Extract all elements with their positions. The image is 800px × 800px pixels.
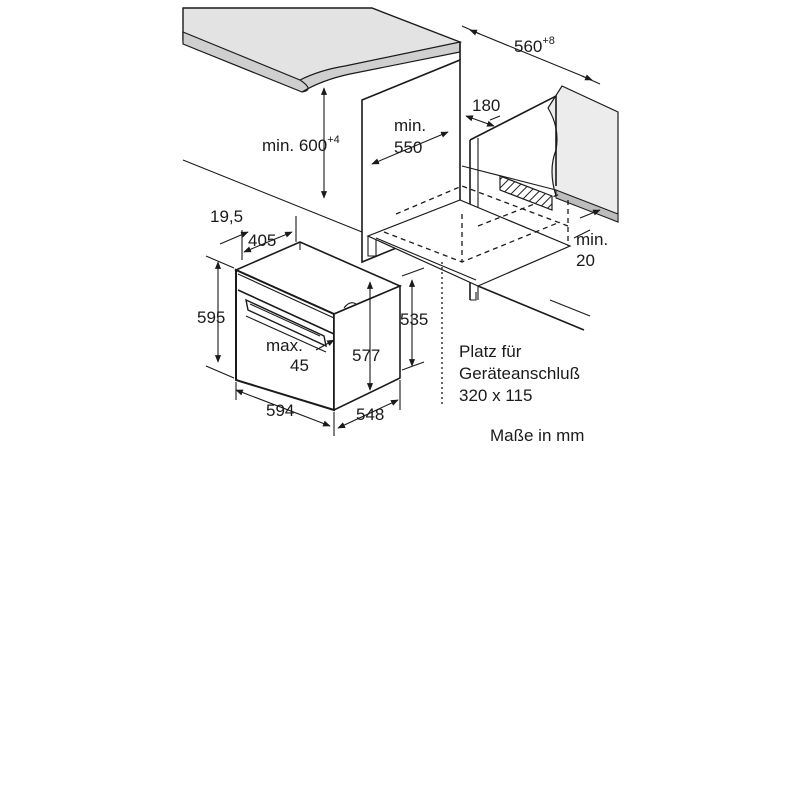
note-units: Maße in mm (490, 426, 584, 445)
worktop (182, 7, 463, 93)
label-handle-val: 45 (290, 356, 309, 375)
dimension-labels: 560+8 min. 600+4 min. 550 180 min. 20 19… (197, 35, 608, 424)
notes: Platz für Geräteanschluß 320 x 115 Maße … (459, 342, 584, 445)
label-niche-depth-val: 550 (394, 138, 422, 157)
note-connection-line3: 320 x 115 (459, 386, 532, 405)
label-oven-height: 595 (197, 308, 225, 327)
dimension-lines (205, 25, 601, 436)
label-niche-width: 560+8 (514, 35, 555, 56)
label-handle-max: max. (266, 336, 303, 355)
label-oven-width: 594 (266, 401, 294, 420)
label-gap-min: min. (576, 230, 608, 249)
label-niche-depth-min: min. (394, 116, 426, 135)
label-vent-opening: 180 (472, 96, 500, 115)
note-connection-line2: Geräteanschluß (459, 364, 580, 383)
label-body-height: 535 (400, 310, 428, 329)
label-front-thickness: 19,5 (210, 207, 243, 226)
label-oven-depth: 548 (356, 405, 384, 424)
note-connection-line1: Platz für (459, 342, 522, 361)
oven-appliance (234, 241, 403, 412)
label-inner-577: 577 (352, 346, 380, 365)
label-gap-val: 20 (576, 251, 595, 270)
label-niche-height: min. 600+4 (262, 134, 340, 155)
label-depth-405: 405 (248, 231, 276, 250)
